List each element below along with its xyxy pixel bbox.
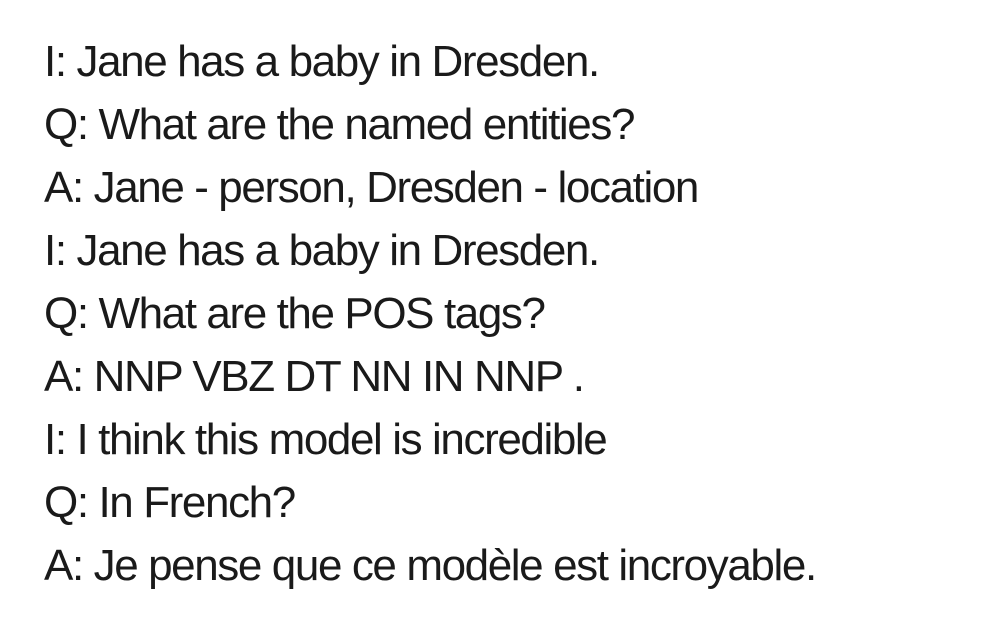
example-2-answer: A: NNP VBZ DT NN IN NNP . <box>44 352 585 401</box>
example-1-answer: A: Jane - person, Dresden - location <box>44 163 699 212</box>
example-3-answer: A: Je pense que ce modèle est incroyable… <box>44 541 817 590</box>
example-2-input: I: Jane has a baby in Dresden. <box>44 226 600 275</box>
example-3-input: I: I think this model is incredible <box>44 415 608 464</box>
example-2-question: Q: What are the POS tags? <box>44 289 546 338</box>
example-1-question: Q: What are the named entities? <box>44 100 635 149</box>
example-1-input: I: Jane has a baby in Dresden. <box>44 37 600 86</box>
qa-examples-figure: I: Jane has a baby in Dresden. Q: What a… <box>44 30 984 597</box>
example-3-question: Q: In French? <box>44 478 296 527</box>
